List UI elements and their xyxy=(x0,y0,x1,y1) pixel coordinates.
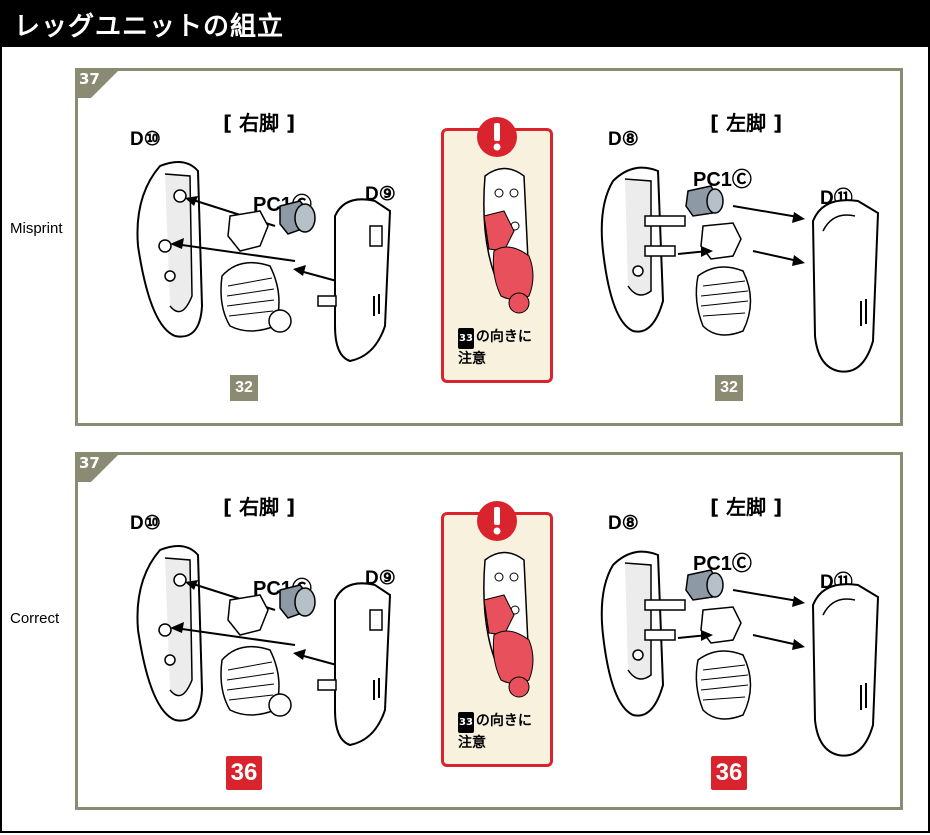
step-tab: 37 xyxy=(75,68,121,98)
right-main-part-label: D⑩ xyxy=(130,513,161,534)
caution-part-diagram xyxy=(483,167,534,314)
step-number: 37 xyxy=(79,70,100,88)
right-leg-title: [ 右脚 ] xyxy=(223,111,296,135)
left-main-part-label: D⑧ xyxy=(608,129,639,150)
right-leg-title: [ 右脚 ] xyxy=(223,495,296,519)
step-number: 37 xyxy=(79,454,100,472)
caution-text-line1: の向きに xyxy=(475,713,532,729)
page-title: レッグユニットの組立 xyxy=(14,12,285,42)
left-leg-diagram xyxy=(600,166,880,373)
left-pc-label: PC1Ⓒ xyxy=(693,553,752,575)
right-leg-step-badge: 36 xyxy=(226,756,262,790)
left-leg-title: [ 左脚 ] xyxy=(710,111,783,135)
caution-text-line2: 注意 xyxy=(458,735,486,751)
left-leg-step-badge: 32 xyxy=(715,375,743,401)
correct-label: Correct xyxy=(10,610,60,627)
left-main-part-label: D⑧ xyxy=(608,513,639,534)
part-number-badge: 33 xyxy=(458,328,474,349)
right-main-part-label: D⑩ xyxy=(130,129,161,150)
left-pc-label: PC1Ⓒ xyxy=(693,169,752,191)
caution-text-line2: 注意 xyxy=(458,351,486,367)
step-panel-correct: 37 [ 右脚 ] D⑩ PC1Ⓒ D⑨ 36 xyxy=(75,452,903,810)
exclamation-icon xyxy=(477,117,517,157)
page-frame xyxy=(0,47,930,833)
misprint-label: Misprint xyxy=(10,220,63,237)
right-leg-diagram xyxy=(136,161,392,363)
right-leg-diagram xyxy=(136,545,392,747)
caution-text-line1: の向きに xyxy=(475,329,532,345)
step-tab: 37 xyxy=(75,452,121,482)
exclamation-icon xyxy=(477,501,517,541)
left-leg-title: [ 左脚 ] xyxy=(710,495,783,519)
caution-part-diagram xyxy=(483,551,534,698)
right-leg-step-badge: 32 xyxy=(230,375,258,401)
left-leg-step-badge: 36 xyxy=(711,756,747,790)
page-header: レッグユニットの組立 xyxy=(0,0,930,47)
part-number-badge: 33 xyxy=(458,712,474,733)
step-panel-misprint: 37 [ 右脚 ] D⑩ PC1Ⓒ D⑨ 32 xyxy=(75,68,903,426)
left-leg-diagram xyxy=(600,550,880,757)
